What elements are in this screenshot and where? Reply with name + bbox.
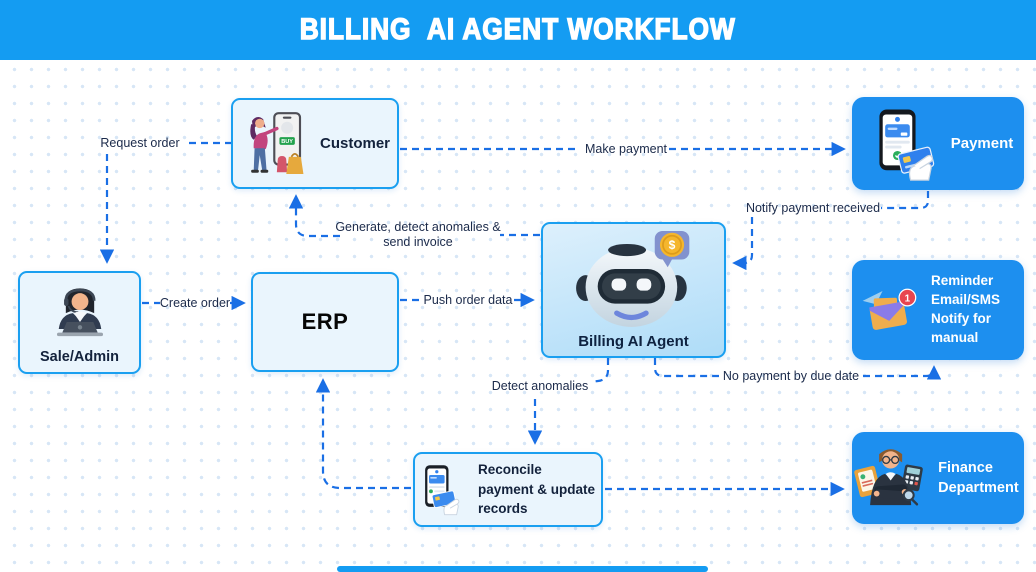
footer-bar-fragment [337, 566, 708, 572]
node-reconcile: Reconcile payment & update records [413, 452, 603, 527]
node-billing-ai-agent: $ Billing AI Agent [541, 222, 726, 358]
svg-text:BUY: BUY [281, 139, 293, 145]
node-payment: Payment [852, 97, 1024, 190]
node-reminder-label: Reminder Email/SMS Notify for manual [931, 273, 1001, 345]
title-bar: BILLING AI AGENT WORKFLOW [0, 0, 1036, 60]
edge-no-payment-r [863, 365, 942, 380]
phone-card-reconcile-illustration [425, 464, 460, 515]
edge-notify-payment-b [732, 217, 754, 271]
node-reminder: 1 Reminder Email/SMS Notify for manual [852, 260, 1024, 360]
edge-label-notify-payment: Notify payment received [745, 201, 881, 215]
robot-dollar-illustration: $ [575, 231, 689, 327]
edge-no-payment-l [653, 358, 719, 378]
edge-label-create-order: Create order [159, 296, 231, 310]
svg-text:1: 1 [905, 293, 911, 304]
node-erp: ERP [251, 272, 399, 372]
node-billing-ai-agent-label: Billing AI Agent [578, 333, 689, 350]
node-finance: Finance Department [852, 432, 1024, 524]
customer-shopping-illustration: BUY [250, 111, 304, 174]
node-sale-admin-label: Sale/Admin [40, 349, 119, 365]
email-reminder-illustration: 1 [862, 288, 917, 330]
node-sale-admin: Sale/Admin [18, 271, 141, 374]
edge-label-request-order: Request order [100, 136, 180, 150]
svg-text:$: $ [668, 238, 675, 252]
edge-label-generate-invoice: Generate, detect anomalies & send invoic… [335, 220, 501, 249]
page-title: BILLING AI AGENT WORKFLOW [299, 12, 736, 46]
node-finance-label: Finance Department [938, 459, 1019, 496]
edge-label-make-payment: Make payment [585, 142, 667, 156]
node-erp-label: ERP [301, 309, 349, 334]
edge-label-push-order-data: Push order data [423, 293, 513, 307]
phone-card-payment-illustration [879, 109, 934, 181]
edge-label-no-payment: No payment by due date [722, 369, 860, 383]
node-reconcile-label: Reconcile payment & update records [478, 462, 596, 517]
support-agent-illustration [56, 288, 103, 337]
node-payment-label: Payment [950, 135, 1014, 152]
edge-label-detect-anomalies: Detect anomalies [491, 379, 589, 393]
edge-reconcile-erp [315, 378, 411, 490]
edge-detect-anomalies-elbow [590, 358, 610, 384]
node-customer: BUY Customer [231, 98, 399, 189]
edge-notify-payment-a [881, 191, 930, 210]
accountant-illustration [854, 449, 923, 506]
node-customer-label: Customer [319, 135, 390, 152]
